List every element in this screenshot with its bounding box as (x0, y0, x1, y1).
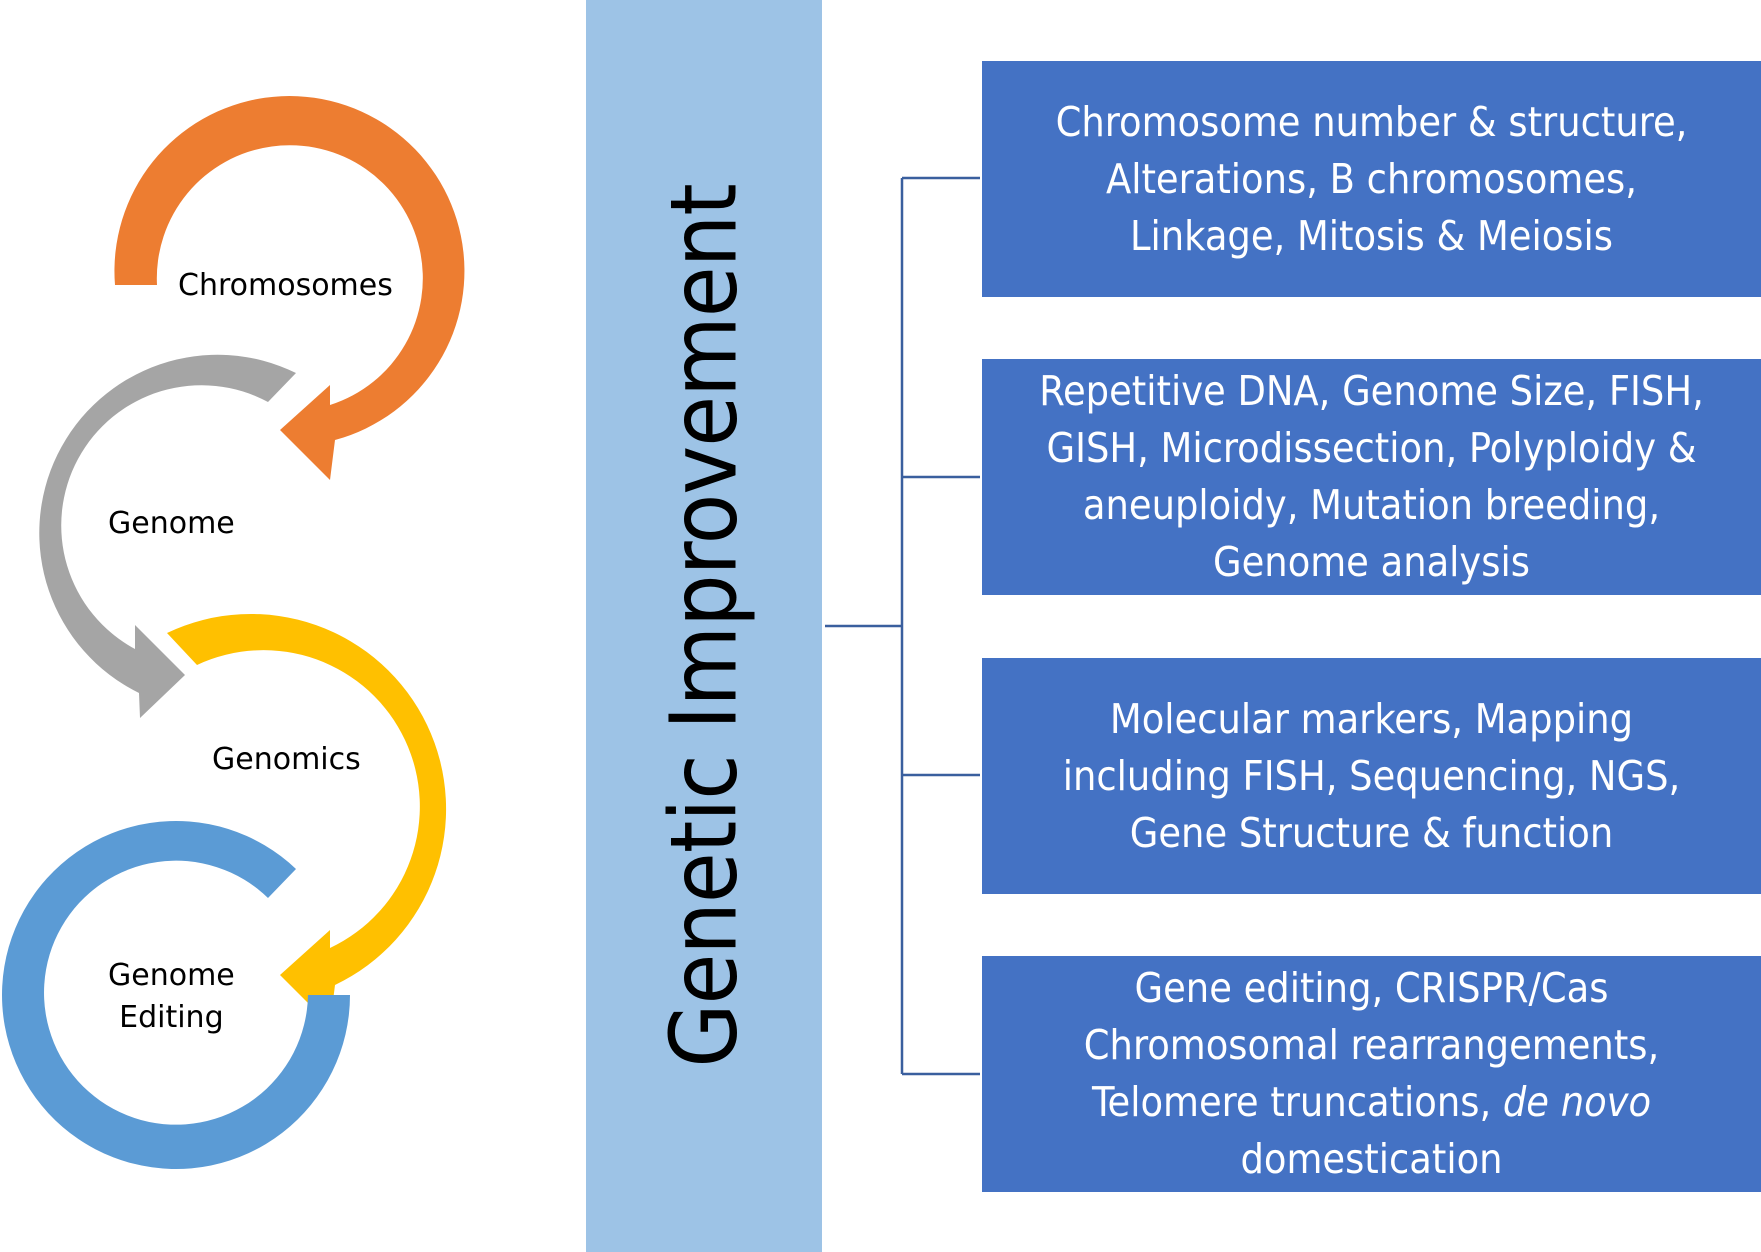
box-4-line-4: domestication (1240, 1135, 1503, 1183)
box-2-line-3: aneuploidy, Mutation breeding, (1082, 481, 1661, 529)
box-2-line-1: Repetitive DNA, Genome Size, FISH, (1039, 367, 1704, 415)
box-4-line-2: Chromosomal rearrangements, (1083, 1021, 1660, 1069)
cycle-diagram (1, 96, 465, 1169)
box-4-line-3-text: Telomere truncations, (1091, 1078, 1503, 1126)
stage-label-genome: Genome (108, 506, 235, 541)
stage-label-genome-editing-line2: Editing (119, 1000, 224, 1035)
genetic-improvement-title: Genetic Improvement (650, 184, 758, 1068)
box-3-line-1: Molecular markers, Mapping (1109, 694, 1634, 743)
topic-box-genome-editing: Gene editing, CRISPR/Cas Chromosomal rea… (982, 956, 1761, 1192)
box-4-line-1: Gene editing, CRISPR/Cas (1134, 964, 1609, 1012)
topic-box-genome: Repetitive DNA, Genome Size, FISH, GISH,… (982, 359, 1761, 595)
chromosomes-arc-arrow (114, 96, 465, 480)
topic-box-genomics: Molecular markers, Mapping including FIS… (982, 658, 1761, 894)
stage-label-genome-editing: Genome Editing (108, 955, 235, 1039)
genomics-arc-arrow (167, 613, 447, 1025)
box-1-line-1: Chromosome number & structure, (1055, 97, 1688, 146)
box-3-line-3: Gene Structure & function (1129, 808, 1614, 857)
topic-box-chromosomes: Chromosome number & structure, Alteratio… (982, 61, 1761, 297)
box-4-line-3: Telomere truncations, de novo (1084, 1074, 1659, 1131)
stage-label-chromosomes: Chromosomes (178, 268, 393, 303)
stage-label-genome-editing-line1: Genome (108, 958, 235, 993)
box-3-line-2: including FISH, Sequencing, NGS, (1062, 751, 1681, 800)
box-4-italic-term: de novo (1502, 1078, 1652, 1126)
stage-label-genomics: Genomics (212, 742, 361, 777)
box-2-line-2: GISH, Microdissection, Polyploidy & (1046, 424, 1697, 472)
box-2-line-4: Genome analysis (1213, 538, 1530, 586)
box-1-line-2: Alterations, B chromosomes, (1105, 154, 1637, 203)
genetic-improvement-bar (586, 0, 822, 1252)
box-1-line-3: Linkage, Mitosis & Meiosis (1130, 211, 1613, 260)
genome-arc-arrow (39, 354, 296, 718)
